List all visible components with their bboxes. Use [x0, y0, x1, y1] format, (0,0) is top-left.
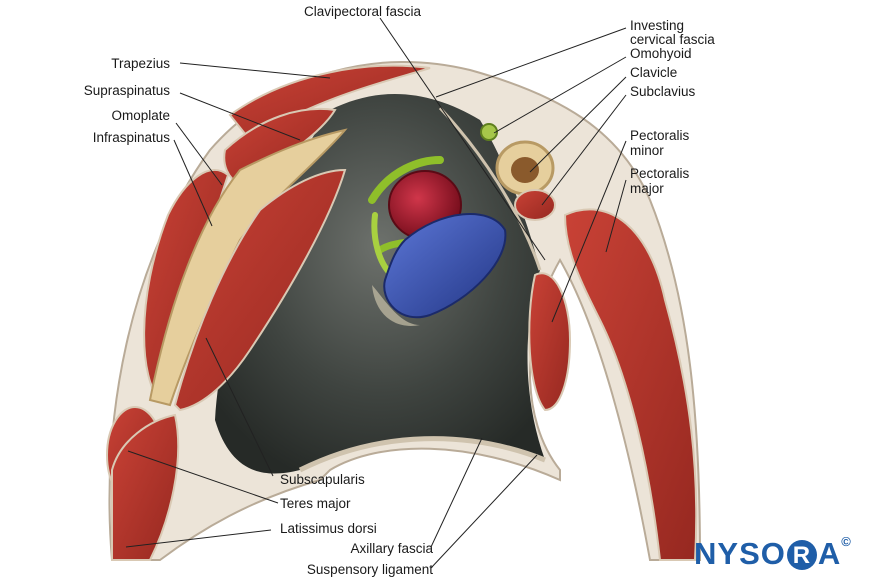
subclavius-muscle — [514, 189, 556, 221]
axillary-fascia — [298, 436, 546, 473]
logo-ring-letter: R — [786, 540, 817, 570]
subscapularis-muscle — [173, 168, 347, 412]
label-latissimus-dorsi: Latissimus dorsi — [280, 521, 377, 536]
label-axillary-fascia: Axillary fascia — [350, 541, 433, 556]
pectoralis-minor-muscle — [528, 272, 572, 412]
label-investing-cervical-fascia-line2: cervical fascia — [630, 32, 715, 47]
label-pectoralis-major-line1: Pectoralis — [630, 166, 690, 181]
omohyoid-muscle — [480, 123, 498, 141]
axillary-fat — [372, 285, 420, 326]
label-omohyoid: Omohyoid — [630, 46, 692, 61]
label-subclavius: Subclavius — [630, 84, 696, 99]
pectoralis-major-muscle — [563, 208, 698, 561]
brachial-plexus-nerve — [368, 156, 444, 204]
label-pectoralis-minor-line2: minor — [630, 143, 664, 158]
label-infraspinatus: Infraspinatus — [92, 130, 170, 145]
leader-lines — [125, 17, 627, 569]
label-teres-major: Teres major — [280, 496, 351, 511]
label-omoplate: Omoplate — [111, 108, 170, 123]
label-supraspinatus: Supraspinatus — [83, 83, 170, 98]
label-suspensory-ligament: Suspensory ligament — [306, 562, 433, 577]
clavicle-marrow — [511, 157, 539, 183]
label-clavicle: Clavicle — [630, 65, 678, 80]
label-investing-cervical-fascia-line1: Investing — [630, 18, 685, 33]
logo-copyright: © — [841, 534, 852, 549]
label-trapezius: Trapezius — [111, 56, 170, 71]
logo-text-right: A — [817, 536, 842, 571]
axillary-vein — [383, 213, 507, 319]
label-pectoralis-major-line2: major — [630, 181, 664, 196]
clavipectoral-fascia — [438, 106, 542, 271]
label-clavipectoral-fascia: Clavipectoral fascia — [304, 4, 422, 19]
label-subscapularis: Subscapularis — [280, 472, 365, 487]
logo-text-left: NYSO — [694, 536, 786, 571]
label-pectoralis-minor-line1: Pectoralis — [630, 128, 690, 143]
